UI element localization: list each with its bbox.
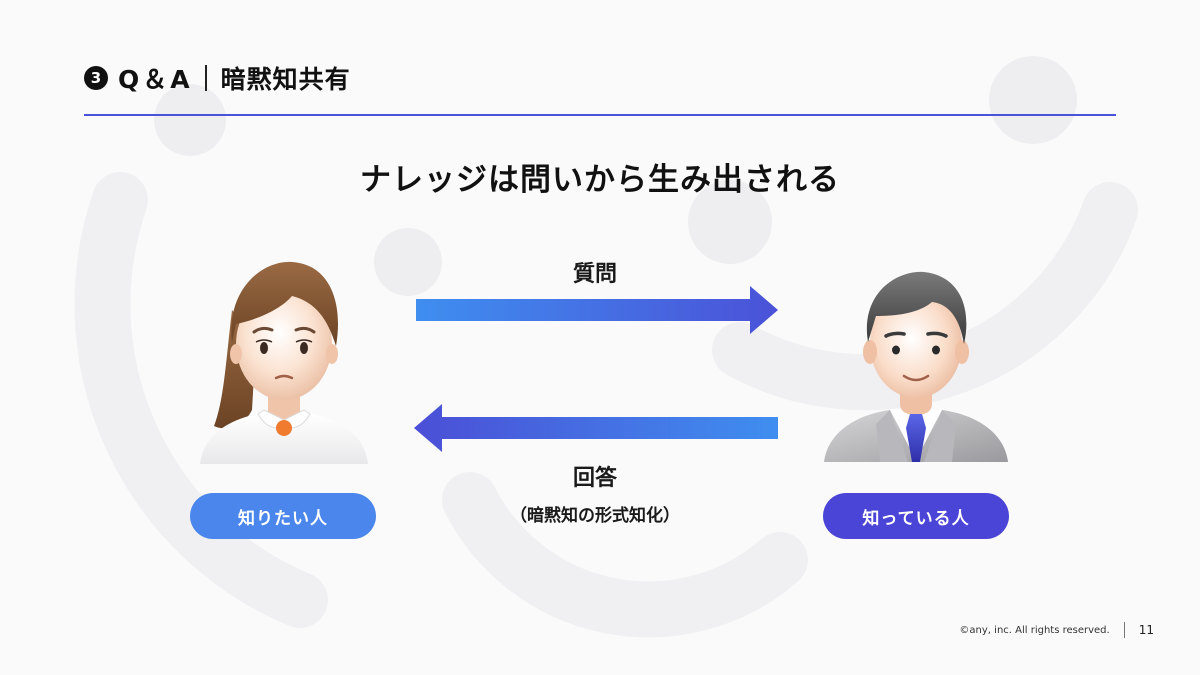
footer-divider — [1123, 622, 1125, 638]
answer-label: 回答 — [572, 466, 617, 491]
copyright-text: ©any, inc. All rights reserved. — [959, 624, 1110, 636]
answer-arrow-left-icon — [414, 404, 778, 452]
knower-avatar-icon — [824, 271, 1008, 462]
header-rule — [84, 114, 1116, 116]
knower-role-button[interactable]: 知っている人 — [823, 493, 1009, 539]
main-message: ナレッジは問いから生み出される — [360, 162, 840, 198]
section-title: Q＆A — [118, 65, 193, 94]
section-subtitle: 暗黙知共有 — [220, 65, 351, 94]
asker-avatar-icon — [200, 261, 368, 464]
question-arrow-right-icon — [416, 286, 778, 334]
section-number-badge: 3 — [84, 66, 108, 90]
slide-footer: ©any, inc. All rights reserved. 11 — [959, 620, 1154, 640]
answer-note: （暗黙知の形式知化） — [510, 506, 680, 526]
question-label: 質問 — [572, 262, 617, 287]
slide-header: 3 Q＆A 暗黙知共有 — [84, 58, 351, 98]
header-divider — [204, 65, 207, 91]
asker-role-button[interactable]: 知りたい人 — [190, 493, 376, 539]
page-number: 11 — [1138, 623, 1154, 637]
